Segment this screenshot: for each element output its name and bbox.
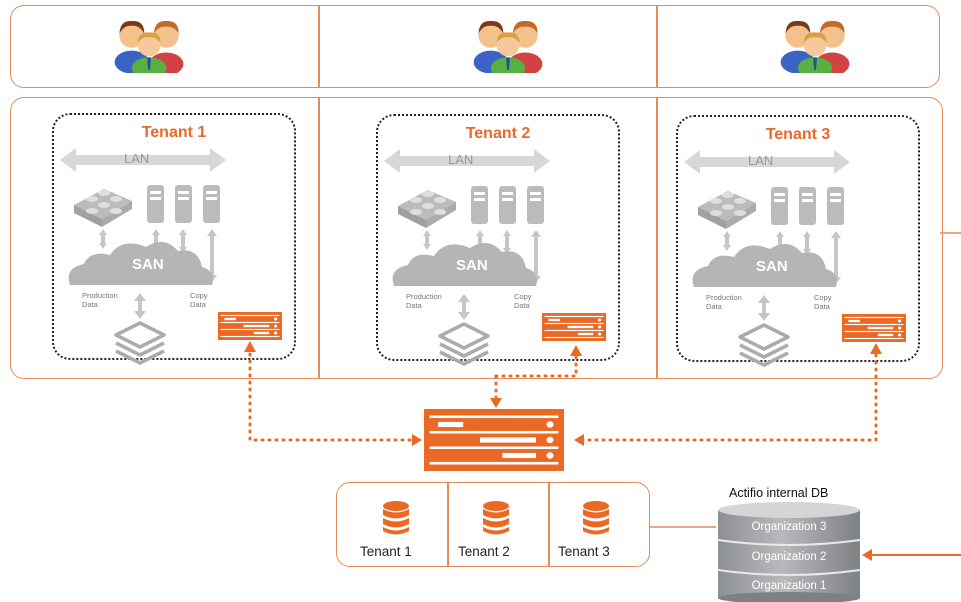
san-label: SAN (756, 258, 788, 275)
organization-label-3: Organization 3 (751, 521, 827, 533)
tenant-box-2: Tenant 2 LAN SAN Production Data Copy Da… (376, 114, 620, 361)
production-data-label: Production Data (406, 292, 442, 310)
database-icon (581, 500, 611, 536)
internal-db-organizations: Organization 3 Organization 2 Organizati… (716, 500, 862, 602)
tenant-title: Tenant 2 (465, 125, 531, 142)
users-divider-2 (656, 6, 658, 87)
tenant-box-3: Tenant 3 LAN SAN Production Data Copy Da… (676, 115, 920, 362)
copy-data-label: Copy Data (514, 292, 532, 310)
database-icon (381, 500, 411, 536)
tenants-divider-1 (318, 98, 320, 378)
organization-label-1: Organization 1 (751, 580, 827, 592)
storage-divider-1 (447, 483, 449, 566)
lan-label: LAN (124, 151, 150, 166)
production-data-label: Production Data (706, 293, 742, 311)
storage-tenant-label-1: Tenant 1 (360, 544, 412, 559)
storage-divider-2 (548, 483, 550, 566)
lan-label: LAN (448, 152, 474, 167)
tenants-divider-2 (656, 98, 658, 378)
database-icon (481, 500, 511, 536)
storage-tenant-label-3: Tenant 3 (558, 544, 610, 559)
users-divider-1 (318, 6, 320, 87)
storage-tenant-label-2: Tenant 2 (458, 544, 510, 559)
tenant-title: Tenant 1 (141, 124, 207, 141)
copy-data-label: Copy Data (190, 291, 208, 309)
internal-db-cylinder (717, 502, 861, 602)
organization-label-2: Organization 2 (751, 551, 827, 563)
lan-label: LAN (748, 153, 774, 168)
san-label: SAN (456, 257, 488, 274)
internal-db-title: Actifio internal DB (729, 486, 829, 500)
san-label: SAN (132, 256, 164, 273)
production-data-label: Production Data (82, 291, 118, 309)
tenant-title: Tenant 3 (765, 126, 831, 143)
tenant-box-1: Tenant 1 LAN SAN Production Data Copy Da… (52, 113, 296, 360)
copy-data-label: Copy Data (814, 293, 832, 311)
central-appliance (424, 409, 564, 471)
